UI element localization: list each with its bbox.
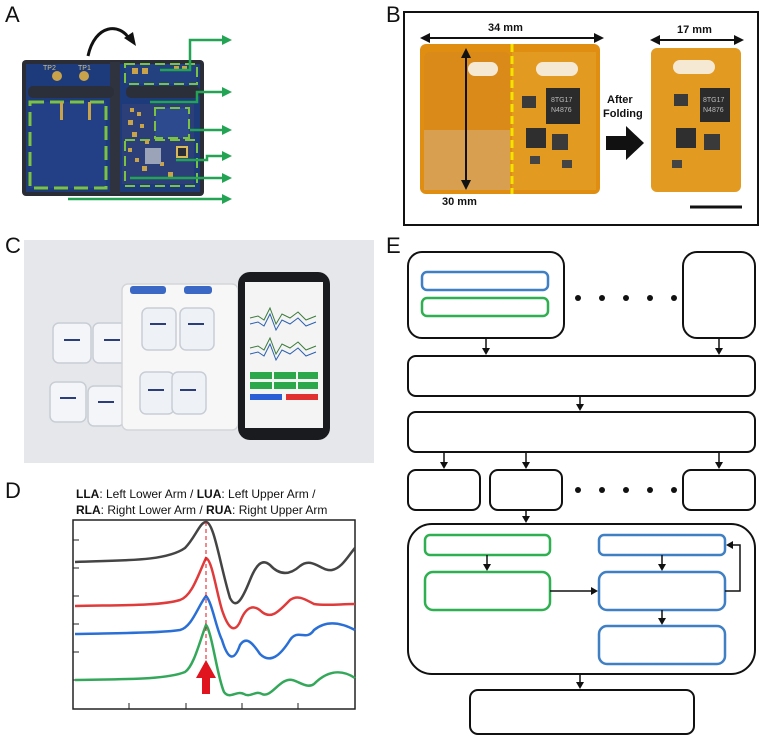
panel-label-e: E [386, 233, 401, 258]
chip-text-1b: N4876 [551, 107, 572, 114]
chip-text-2a: 8TG17 [703, 97, 725, 104]
legend-line-1: LLA: Left Lower Arm / LUA: Left Upper Ar… [76, 487, 316, 501]
chip-text-1a: 8TG17 [551, 97, 573, 104]
panel-label-b: B [386, 2, 401, 27]
tp1-label: TP1 [78, 65, 91, 72]
after-folding-line1: After [607, 94, 633, 106]
panel-label-c: C [5, 233, 21, 258]
width-after-label: 17 mm [677, 24, 712, 36]
after-folding-line2: Folding [603, 108, 643, 120]
tp2-label: TP2 [43, 65, 56, 72]
width-before-label: 34 mm [488, 22, 523, 34]
height-label: 30 mm [442, 196, 477, 208]
panel-label-d: D [5, 478, 21, 503]
panel-label-a: A [5, 2, 20, 27]
chip-text-2b: N4876 [703, 107, 724, 114]
legend-line-2: RLA: Right Lower Arm / RUA: Right Upper … [76, 503, 328, 517]
